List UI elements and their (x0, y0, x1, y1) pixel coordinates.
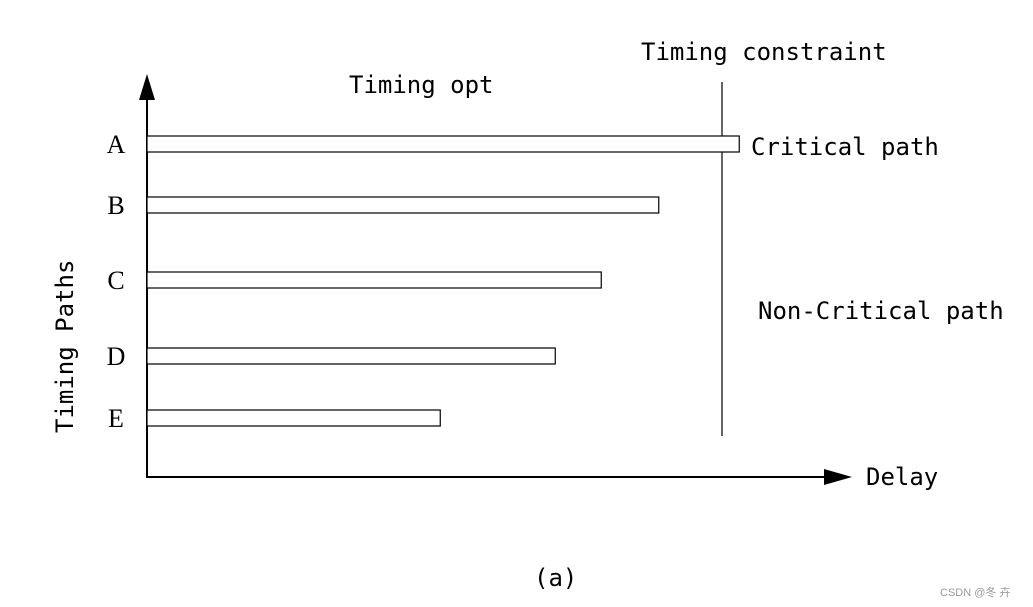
x-axis-label: Delay (866, 463, 938, 491)
category-label-c: C (107, 266, 124, 295)
y-axis-label: Timing Paths (51, 260, 79, 433)
bar-b (146, 196, 660, 214)
timing-opt-label: Timing opt (349, 71, 494, 99)
bar-e (146, 409, 441, 427)
watermark: CSDN @冬 卉 (940, 585, 1010, 599)
category-label-b: B (107, 191, 124, 220)
timing-path-bars: A B C D E (107, 130, 740, 433)
y-axis-arrow (139, 74, 155, 100)
bar-c (146, 271, 602, 289)
category-label-d: D (107, 342, 126, 371)
critical-path-label: Critical path (751, 133, 939, 161)
bar-d (146, 347, 556, 365)
category-label-a: A (107, 130, 126, 159)
figure-caption: (a) (534, 564, 577, 592)
bar-a (146, 135, 740, 153)
x-axis-arrow (824, 469, 852, 485)
non-critical-path-label: Non-Critical path (758, 297, 1004, 325)
timing-constraint-label: Timing constraint (641, 38, 887, 66)
category-label-e: E (108, 404, 124, 433)
